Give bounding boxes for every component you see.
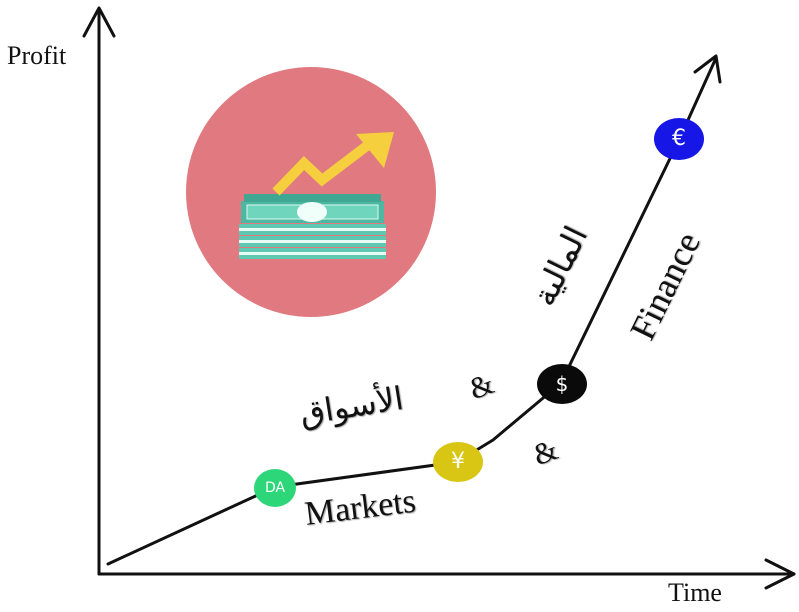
axes	[82, 6, 796, 590]
icon-background-circle	[186, 67, 436, 317]
yen-marker: ¥	[433, 442, 483, 482]
money-growth-icon	[186, 67, 436, 317]
dollar-marker: $	[537, 364, 587, 404]
bill-stack	[239, 194, 386, 259]
growth-arrow	[272, 132, 394, 196]
y-axis-arrowhead	[82, 6, 116, 38]
y-axis-label: Profit	[7, 41, 67, 70]
euro-marker: €	[654, 118, 704, 160]
x-axis-arrowhead	[764, 558, 796, 590]
dinar-marker: DA	[254, 469, 296, 507]
x-axis-label: Time	[668, 578, 722, 607]
growth-arrowhead	[693, 54, 722, 84]
